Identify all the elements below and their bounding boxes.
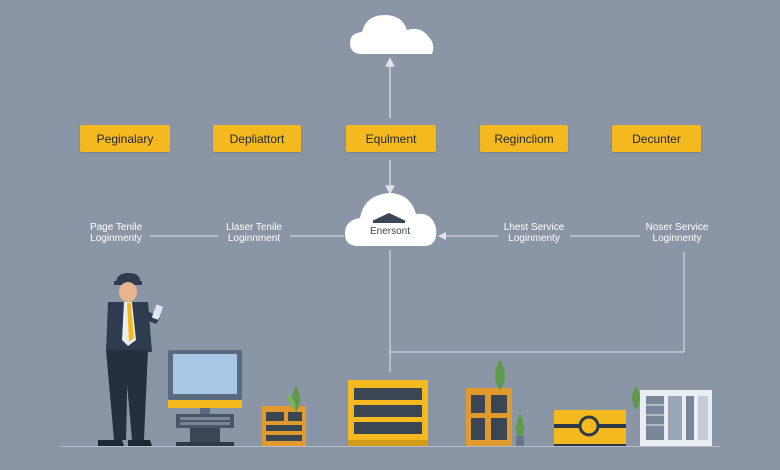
side-label-2: Llaser Tenile Loginnment [226, 222, 282, 244]
ground-line [60, 446, 720, 447]
monitor-icon [168, 350, 242, 446]
server-rack-icon [348, 380, 428, 446]
hub-cloud-icon [344, 193, 437, 246]
building-icon [632, 386, 712, 446]
cloud-icon [350, 15, 434, 54]
side-label-1: Page Tenile Loginmenty [89, 222, 143, 244]
box-decunter: Decunter [612, 125, 701, 152]
server-rack-icon [262, 406, 306, 446]
server-rack-icon [466, 388, 512, 446]
box-equlment: Equlment [346, 125, 436, 152]
connector-loop [389, 250, 685, 353]
plant-icon [495, 360, 524, 446]
side-label-4: Noser Service Loginnenty [645, 222, 709, 244]
technician-figure [98, 273, 163, 446]
box-depliattort: Depliattort [213, 125, 301, 152]
box-regincliom: Regincliom [480, 125, 568, 152]
side-label-3: Lhest Service Loginmenty [503, 222, 565, 244]
plant-icon [287, 386, 300, 412]
machine-icon [554, 410, 626, 447]
hub-label: Enersont [369, 226, 411, 237]
box-peginalary: Peginalary [80, 125, 170, 152]
